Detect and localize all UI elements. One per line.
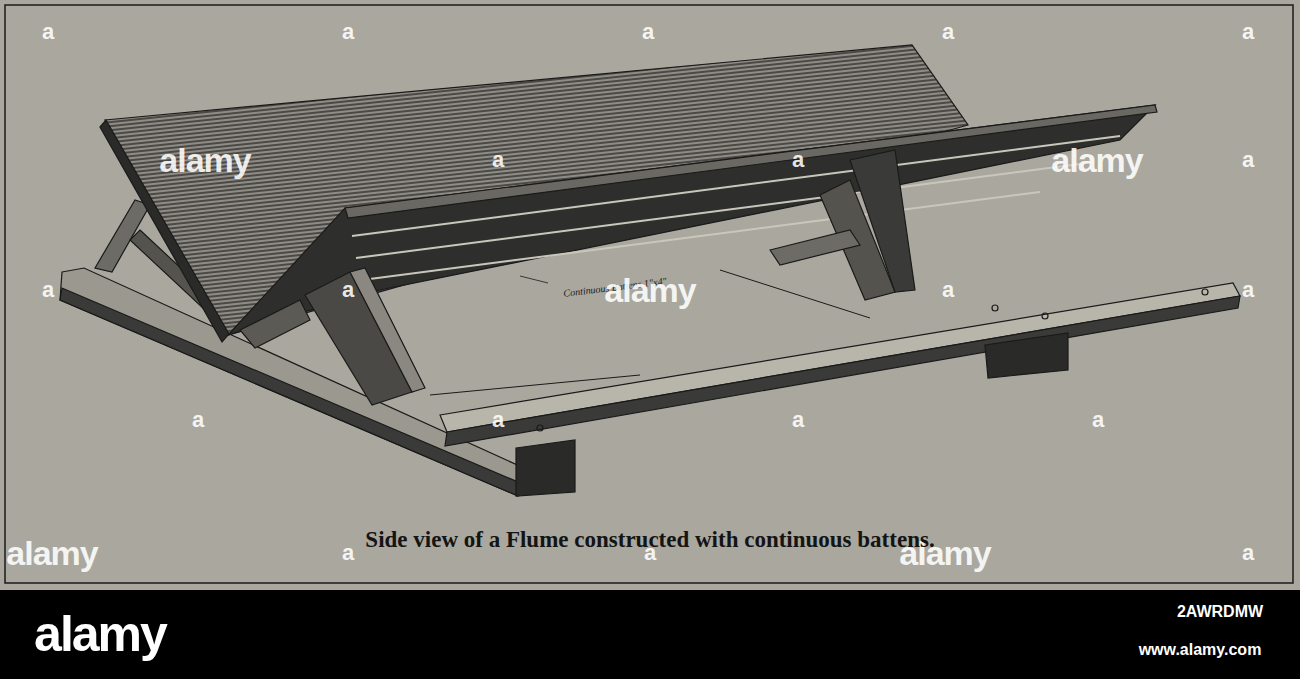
watermark: a	[1242, 147, 1254, 173]
figure-caption: Side view of a Flume constructed with co…	[365, 527, 934, 553]
watermark: a	[342, 277, 354, 303]
watermark: a	[492, 407, 504, 433]
watermark: a	[1092, 407, 1104, 433]
frame	[5, 5, 1293, 583]
watermark: a	[1242, 277, 1254, 303]
website-url: www.alamy.com	[1139, 641, 1262, 659]
watermark: a	[792, 147, 804, 173]
watermark: alamy	[6, 534, 97, 573]
watermark: a	[342, 19, 354, 45]
watermark: alamy	[604, 271, 695, 310]
image-id: 2AWRDMW	[1177, 603, 1263, 621]
footer-bar	[0, 590, 1300, 679]
watermark: a	[492, 147, 504, 173]
watermark: a	[942, 19, 954, 45]
watermark: a	[192, 407, 204, 433]
flume-drawing	[60, 45, 1240, 496]
brand-logo: alamy	[34, 605, 166, 663]
watermark: alamy	[159, 141, 250, 180]
watermark: a	[1242, 540, 1254, 566]
watermark: a	[642, 19, 654, 45]
watermark: a	[342, 540, 354, 566]
watermark: a	[792, 407, 804, 433]
watermark: a	[42, 19, 54, 45]
watermark: a	[942, 277, 954, 303]
watermark: a	[42, 277, 54, 303]
watermark: a	[1242, 19, 1254, 45]
image-ground	[0, 0, 1300, 590]
watermark: alamy	[1051, 141, 1142, 180]
